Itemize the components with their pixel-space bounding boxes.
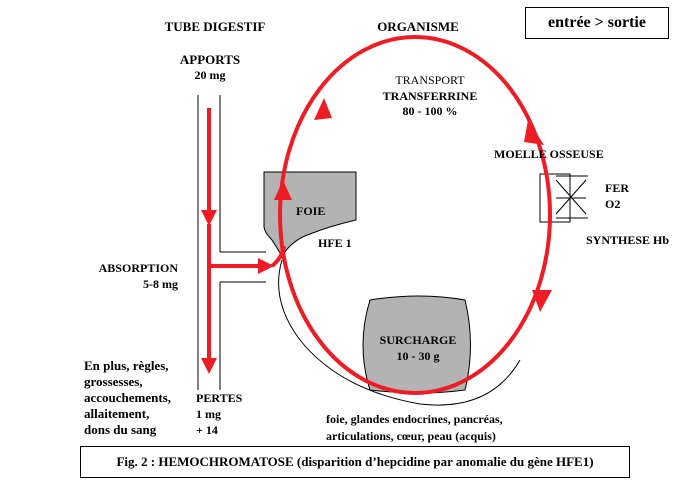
circle-arrowhead-right <box>532 290 552 312</box>
middle-column-title: ORGANISME <box>377 19 459 34</box>
liver-gene: HFE 1 <box>318 236 352 250</box>
absorption-value: 5-8 mg <box>143 277 178 291</box>
extra-loss-line: dons du sang <box>84 422 157 437</box>
liver-label: FOIE <box>296 204 325 218</box>
overload-sites-line-1: foie, glandes endocrines, pancréas, <box>326 412 503 426</box>
transport-saturation: 80 - 100 % <box>403 104 458 118</box>
intake-value: 20 mg <box>195 68 226 82</box>
marrow-cross <box>555 179 587 215</box>
extra-loss-line: grossesses, <box>84 374 143 389</box>
left-column-title: TUBE DIGESTIF <box>165 19 266 34</box>
transport-circle <box>278 35 552 395</box>
absorption-label: ABSORPTION <box>99 261 179 275</box>
intake-arrowhead <box>201 210 217 226</box>
losses-value: 1 mg <box>196 407 221 421</box>
extra-loss-line: accouchements, <box>84 390 172 405</box>
circle-arrowhead-top-left <box>314 98 332 120</box>
balance-badge: entrée > sortie <box>525 7 669 39</box>
losses-label: PERTES <box>196 391 243 405</box>
loss-arrowhead <box>201 358 217 374</box>
marrow-synthesis: SYNTHESE Hb <box>586 233 669 247</box>
circle-arrowhead-left <box>274 180 292 200</box>
intake-label: APPORTS <box>180 52 240 67</box>
absorption-arrowhead <box>258 258 274 274</box>
losses-extra: + 14 <box>196 423 218 437</box>
transport-label: TRANSPORT <box>395 73 465 87</box>
extra-loss-line: allaitement, <box>84 406 150 421</box>
extra-losses-list: En plus, règles, grossesses, accouchemen… <box>84 358 171 438</box>
overload-sites-line-2: articulations, cœur, peau (acquis) <box>326 429 496 443</box>
circle-arrowhead-top-right <box>524 120 544 145</box>
extra-loss-line: En plus, règles, <box>84 358 169 373</box>
organism-outline <box>278 259 521 406</box>
marrow-o2: O2 <box>605 197 620 211</box>
overload-value: 10 - 30 g <box>397 349 440 363</box>
figure-caption: Fig. 2 : HEMOCHROMATOSE (disparition d’h… <box>80 446 630 478</box>
absorption-to-circle <box>270 245 286 268</box>
overload-label: SURCHARGE <box>380 333 457 347</box>
transport-carrier: TRANSFERRINE <box>383 89 478 103</box>
overload-shape <box>362 295 471 394</box>
marrow-fer: FER <box>605 181 629 195</box>
marrow-label: MOELLE OSSEUSE <box>494 147 604 161</box>
